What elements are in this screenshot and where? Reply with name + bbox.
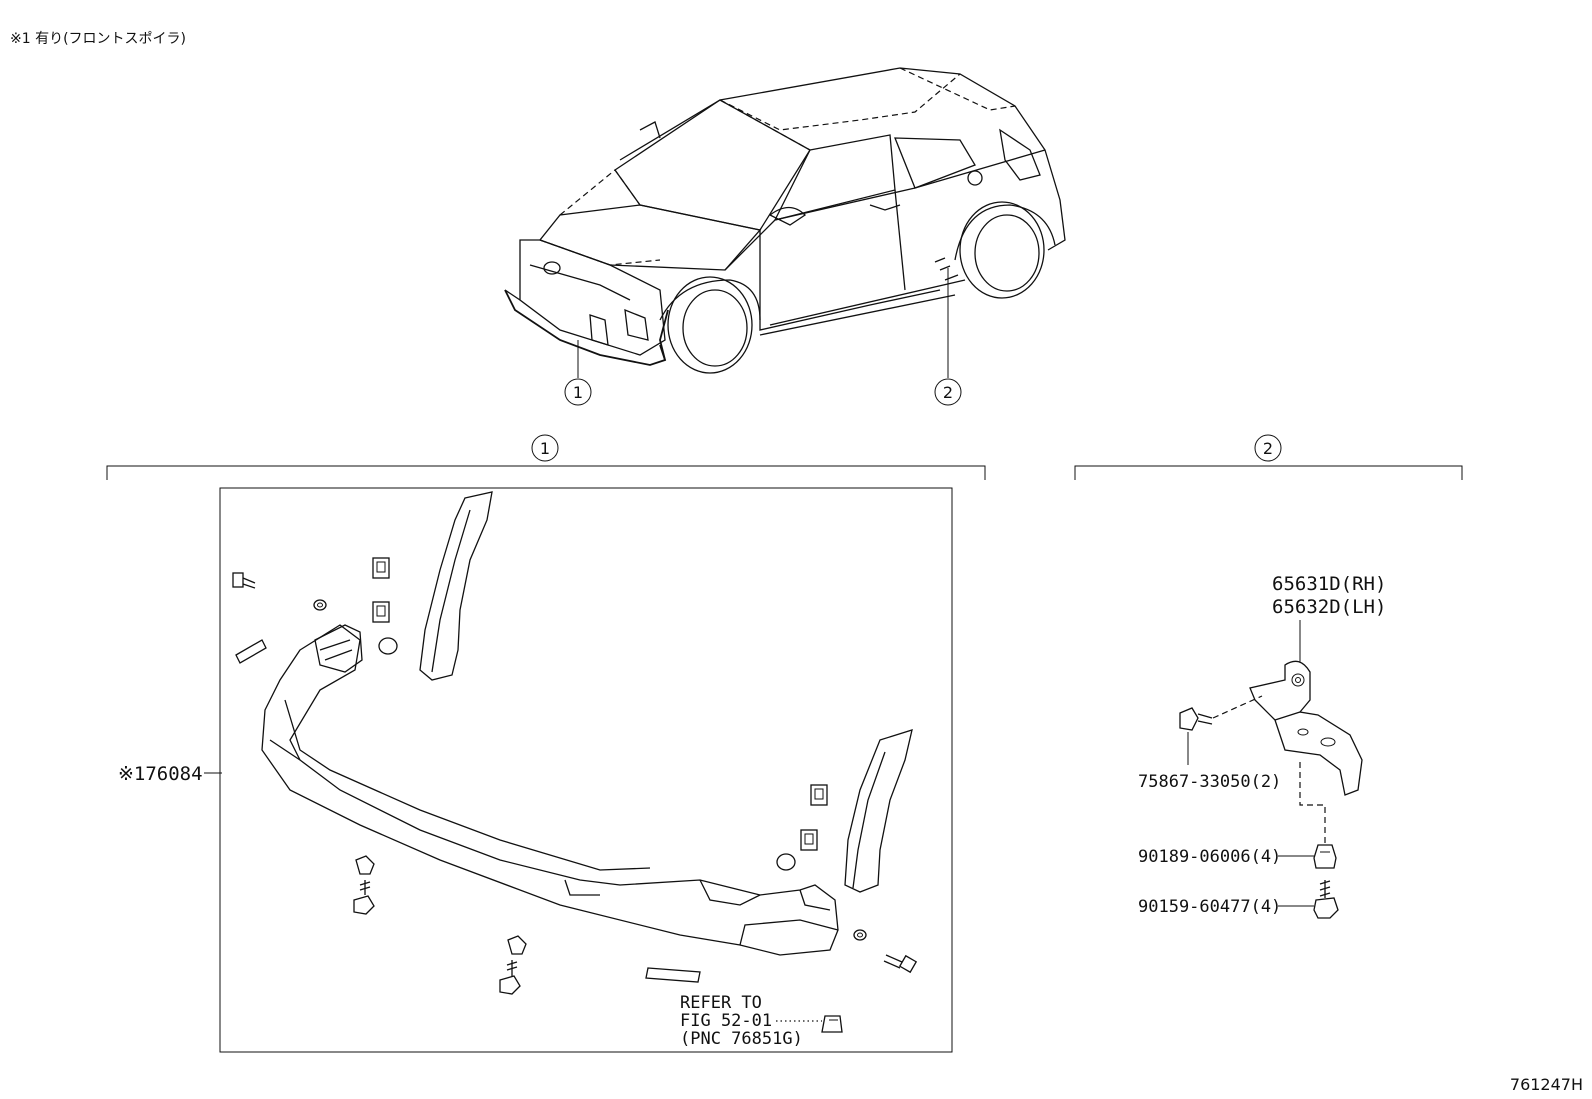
tape-strip-left: [235, 639, 267, 664]
group1-frame: [219, 487, 953, 1053]
svg-text:REFER TO: REFER TO: [680, 993, 762, 1013]
nut-screw-left: [353, 855, 375, 915]
part-label-65631d: 65631D(RH): [1272, 573, 1386, 595]
right-canard: [844, 729, 913, 893]
svg-text:(PNC 76851G): (PNC 76851G): [680, 1029, 803, 1049]
bracket-nut: [1313, 844, 1337, 869]
part-label-90159: 90159-60477(4): [1138, 897, 1281, 917]
fastener-grommet-2: [853, 929, 867, 941]
fastener-clip-2: [372, 601, 390, 623]
fastener-clip-4: [800, 829, 818, 851]
refer-to-note: REFER TO FIG 52-01 (PNC 76851G): [680, 993, 822, 1049]
group1-marker: 1: [540, 439, 550, 458]
part-label-176084: ※176084: [118, 763, 203, 785]
figure-id: 761247H: [1510, 1075, 1583, 1094]
fastener-grommet-1: [313, 599, 327, 611]
part-label-75867: 75867-33050(2): [1138, 772, 1281, 792]
callout-1: 1: [564, 378, 592, 406]
nut-screw-bottom: [499, 935, 527, 995]
svg-text:2: 2: [943, 383, 953, 402]
fastener-cap-1: [378, 637, 398, 655]
group2-marker: 2: [1263, 439, 1273, 458]
svg-text:1: 1: [573, 383, 583, 402]
tape-strip-bottom: [645, 967, 701, 983]
option-note: ※1 有り(フロントスポイラ): [10, 31, 186, 47]
svg-text:FIG 52-01: FIG 52-01: [680, 1011, 772, 1031]
left-canard: [419, 491, 493, 681]
group1-bracket: 1: [106, 434, 986, 480]
bracket-screw: [1313, 880, 1339, 919]
car-illustration: [504, 67, 1066, 378]
part-label-65632d: 65632D(LH): [1272, 596, 1386, 618]
fastener-bolt-left: [232, 572, 256, 589]
part-label-90189: 90189-06006(4): [1138, 847, 1281, 867]
group2-bracket: 2: [1074, 434, 1463, 480]
front-spoiler: [261, 624, 839, 956]
fastener-bolt-right: [883, 954, 918, 974]
fastener-cap-2: [776, 853, 796, 871]
fastener-clip-1: [372, 557, 390, 579]
bracket-clip: [1179, 695, 1263, 765]
callout-2: 2: [934, 378, 962, 406]
fastener-clip-refer: [821, 1015, 843, 1033]
fastener-clip-3: [810, 784, 828, 806]
side-skirt-bracket: [1249, 660, 1363, 796]
